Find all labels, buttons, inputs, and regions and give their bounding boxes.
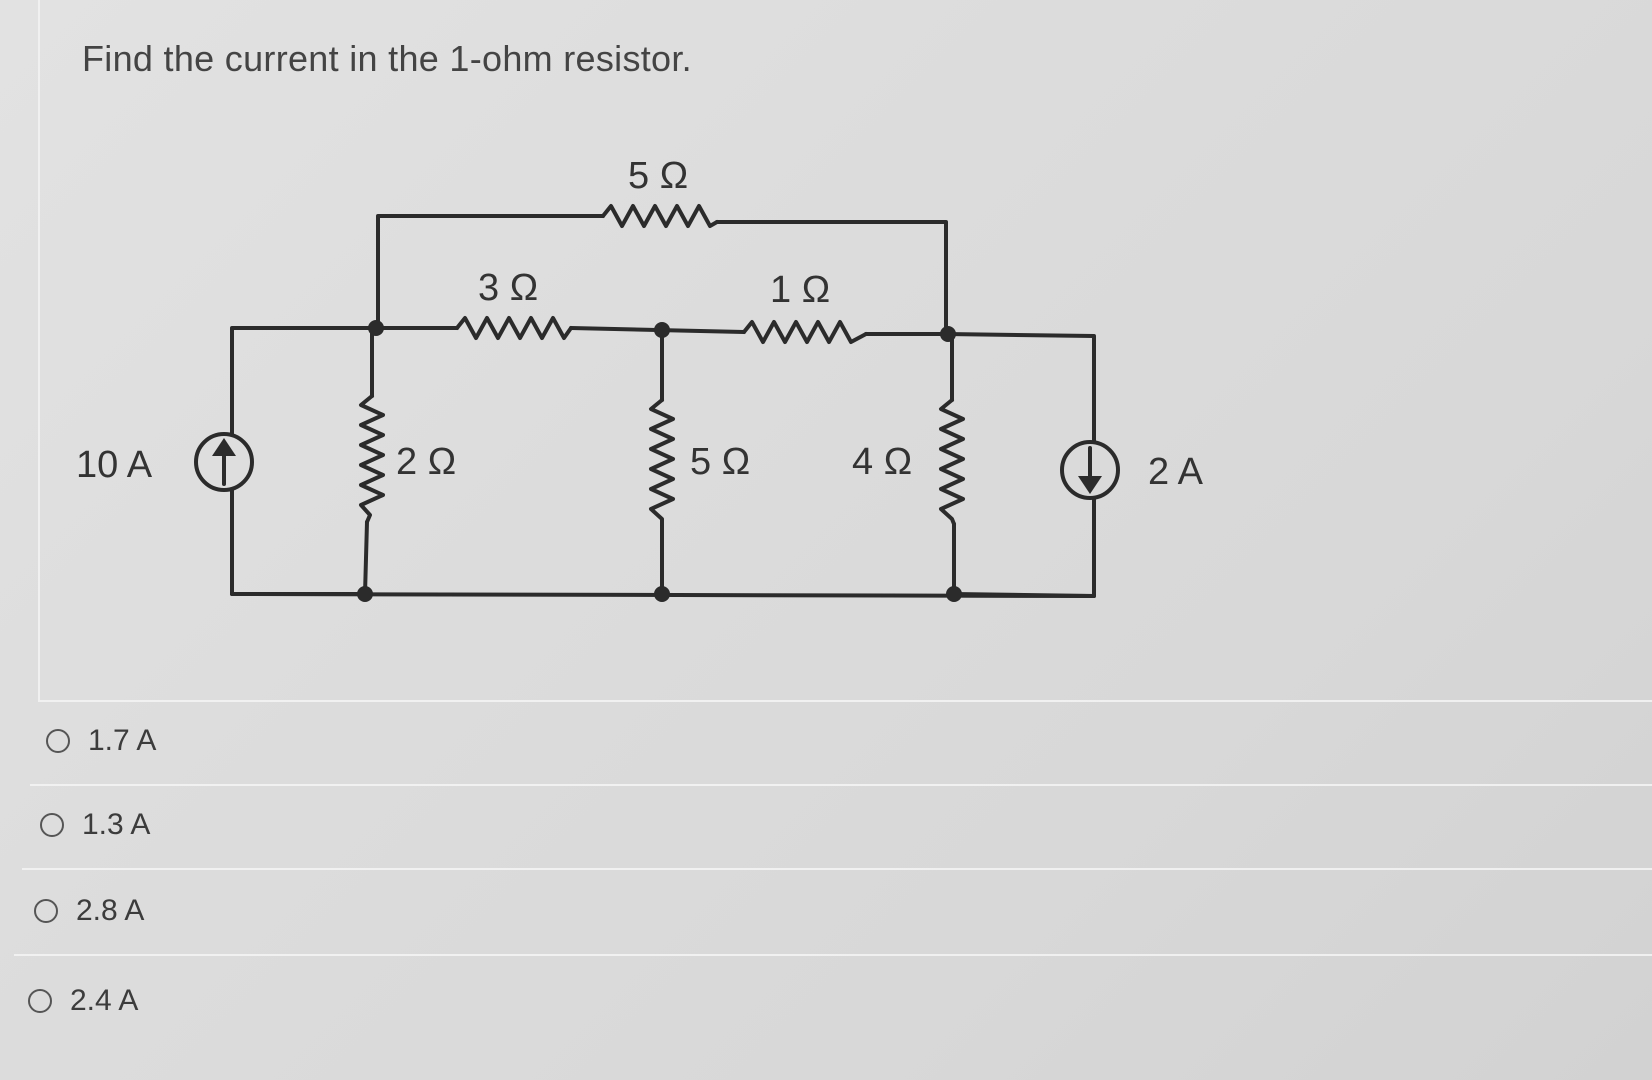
wire-left-outer-bottom [230, 488, 367, 596]
radio-button[interactable] [28, 989, 52, 1013]
label-resistor-1ohm: 1 Ω [770, 269, 830, 311]
answer-option-label: 2.4 A [70, 984, 139, 1017]
wire-v-left-bottom [363, 520, 369, 596]
answer-option-4[interactable]: 2.4 A [28, 976, 138, 1026]
divider-3 [22, 868, 1652, 870]
resistor-v-2ohm [359, 394, 385, 524]
label-resistor-3ohm: 3 Ω [478, 267, 538, 309]
answer-option-3[interactable]: 2.8 A [34, 886, 144, 936]
label-resistor-4ohm: 4 Ω [852, 441, 912, 483]
circuit-diagram: 10 A 2 A 5 Ω 3 Ω 1 Ω 2 Ω 5 Ω 4 Ω [76, 155, 1204, 602]
resistor-top-5ohm [601, 204, 719, 228]
wire-right-outer-bottom [952, 496, 1096, 598]
node-bottom-left [357, 586, 373, 602]
current-source-10a [194, 432, 254, 492]
arrow-up-icon [212, 438, 236, 456]
wire-top-left [376, 214, 605, 330]
wire-right-outer [944, 332, 1096, 444]
radio-button[interactable] [34, 899, 58, 923]
resistor-mid-1ohm [742, 320, 868, 344]
answer-option-label: 2.8 A [76, 894, 145, 927]
node-top-left [368, 320, 384, 336]
divider-4 [14, 954, 1652, 956]
answer-option-label: 1.7 A [88, 724, 157, 757]
node-mid-right [940, 326, 956, 342]
node-mid-center [654, 322, 670, 338]
resistor-v-4ohm [939, 398, 965, 526]
answer-option-1[interactable]: 1.7 A [46, 716, 156, 766]
radio-button[interactable] [46, 729, 70, 753]
page-left-border [38, 0, 40, 700]
arrow-down-icon [1078, 476, 1102, 494]
divider-2 [30, 784, 1652, 786]
current-source-2a [1060, 440, 1120, 500]
label-source-2a: 2 A [1148, 451, 1204, 493]
label-resistor-2ohm: 2 Ω [396, 441, 456, 483]
radio-button[interactable] [40, 813, 64, 837]
label-resistor-v5ohm: 5 Ω [690, 441, 750, 483]
divider-1 [38, 700, 1652, 702]
label-resistor-top: 5 Ω [628, 155, 688, 197]
label-source-10a: 10 A [76, 444, 153, 486]
resistor-v-5ohm [649, 398, 675, 526]
wire-left-outer [230, 326, 380, 436]
resistor-mid-3ohm [455, 316, 573, 340]
question-text: Find the current in the 1-ohm resistor. [82, 38, 692, 79]
answer-option-label: 1.3 A [82, 808, 151, 841]
node-bottom-mid [654, 586, 670, 602]
node-bottom-right [946, 586, 962, 602]
answer-option-2[interactable]: 1.3 A [40, 800, 150, 850]
wire-top-right [715, 220, 948, 336]
